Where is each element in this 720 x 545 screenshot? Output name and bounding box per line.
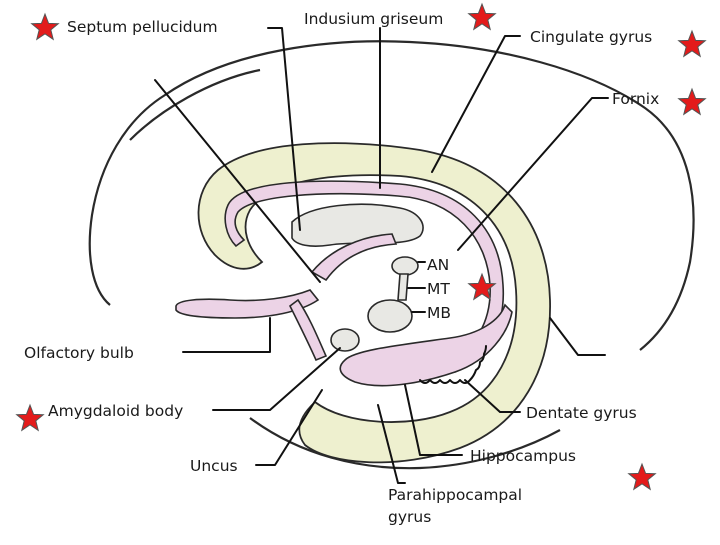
label-fornix: Fornix: [612, 90, 659, 108]
red-star-icon: [15, 403, 45, 432]
brain-inner-contour: [129, 68, 261, 141]
red-star-icon: [627, 462, 657, 491]
label-hippocampus: Hippocampus: [470, 447, 576, 465]
mammillothalamic-tract: [397, 273, 409, 301]
septum-pellucidum-leader: [267, 27, 301, 231]
amygdala-shape: [330, 328, 360, 352]
label-amygdaloid-body: Amygdaloid body: [48, 402, 183, 420]
olfactory-bulb-leader: [182, 317, 271, 353]
red-star-icon: [30, 12, 60, 41]
cingulate-gyrus-leader: [431, 35, 521, 173]
fornix-column: [310, 233, 398, 282]
hippocampus-shape: [339, 303, 513, 387]
label-dentate-gyrus: Dentate gyrus: [526, 404, 637, 422]
label-parahippocampal-2: gyrus: [388, 508, 431, 526]
mammillary-body: [367, 299, 413, 333]
label-olfactory-bulb: Olfactory bulb: [24, 344, 134, 362]
septum-region: [291, 203, 424, 247]
olfactory-tract: [175, 289, 320, 319]
uncus-leader: [255, 389, 323, 466]
red-star-icon: [677, 29, 707, 58]
label-cingulate-gyrus: Cingulate gyrus: [530, 28, 652, 46]
label-septum-pellucidum: Septum pellucidum: [67, 18, 218, 36]
label-parahippocampal-1: Parahippocampal: [388, 486, 522, 504]
anterior-nucleus: [391, 256, 419, 276]
fornix-leader: [457, 97, 609, 251]
red-star-icon: [677, 87, 707, 116]
parahippocampal-leader: [377, 404, 406, 484]
label-an: AN: [427, 256, 449, 274]
red-star-icon: [467, 2, 497, 31]
olfactory-branch: [288, 298, 328, 362]
red-star-icon: [467, 272, 497, 301]
label-indusium-griseum: Indusium griseum: [304, 10, 443, 28]
right-edge-leader: [549, 317, 606, 356]
dentate-gyrus-leader: [464, 379, 521, 413]
label-uncus: Uncus: [190, 457, 238, 475]
septum-extra-leader: [154, 79, 321, 283]
label-mb: MB: [427, 304, 451, 322]
label-mt: MT: [427, 280, 450, 298]
brain-outline: [88, 40, 695, 470]
amygdaloid-body-leader: [212, 347, 341, 411]
dentate-scallops: [419, 345, 487, 384]
hippocampus-leader: [404, 384, 463, 456]
